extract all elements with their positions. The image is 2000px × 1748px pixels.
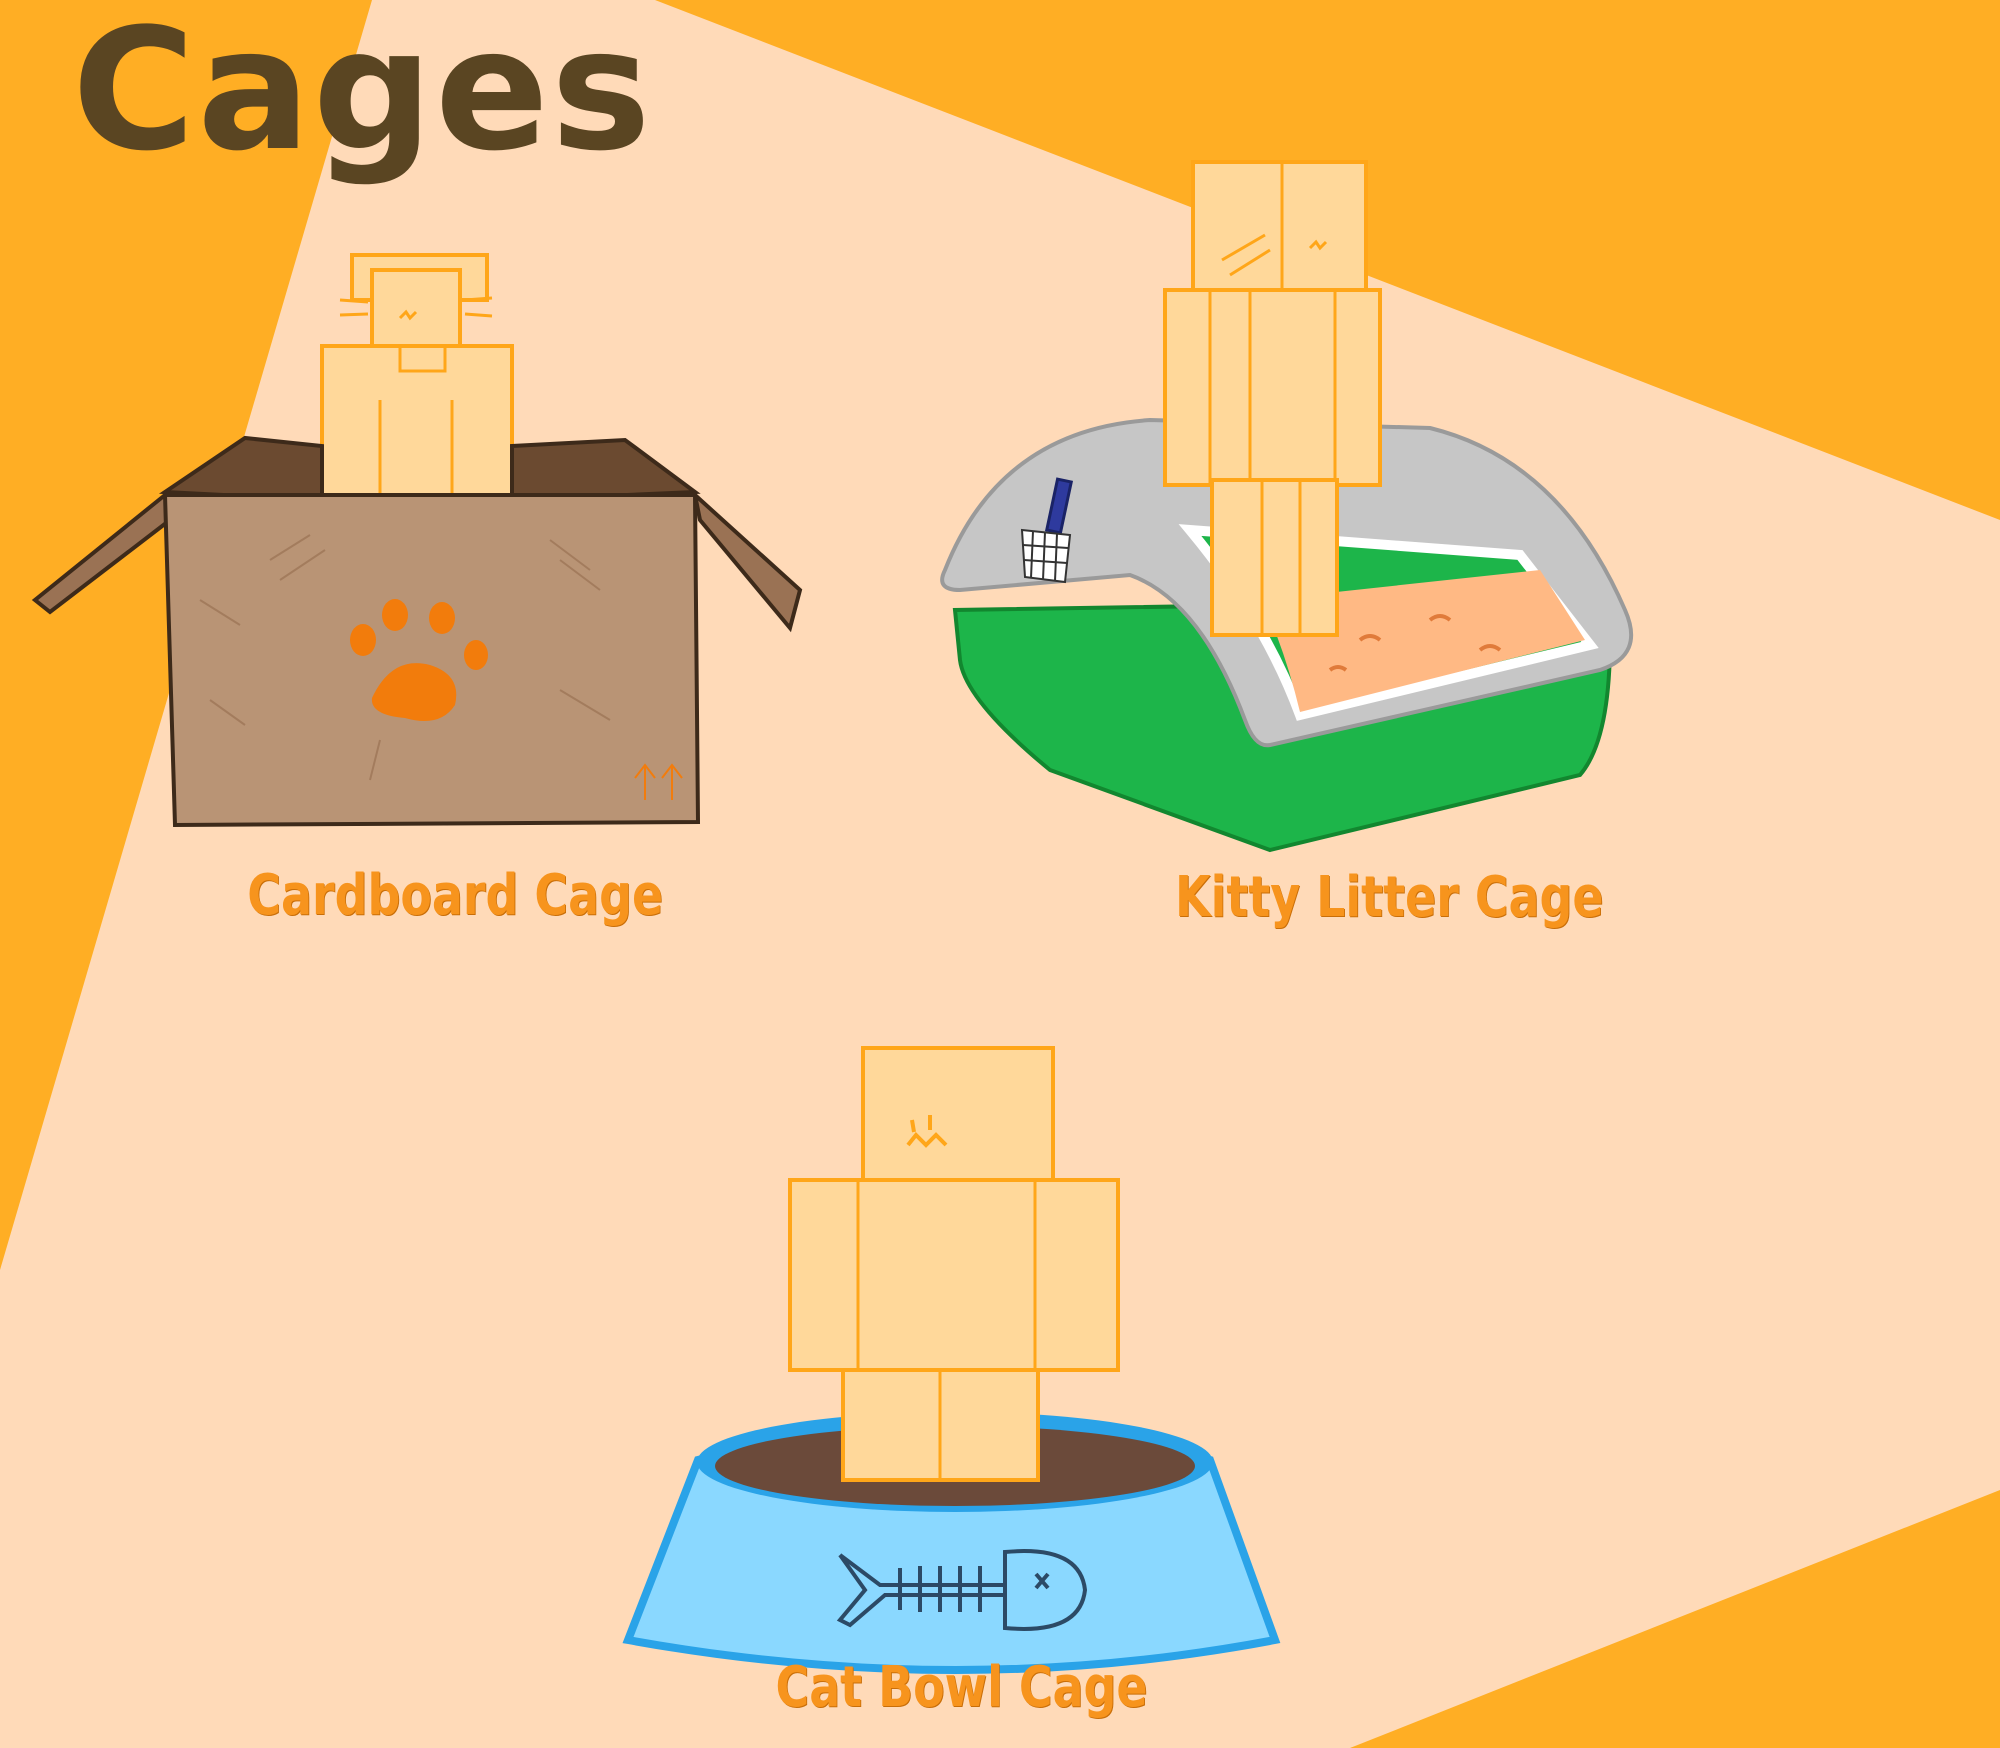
fish-bone-icon [836, 1549, 1088, 1631]
scoop-icon [1020, 528, 1072, 584]
kitty-litter-cage-label: Kitty Litter Cage [1175, 865, 1604, 930]
cardboard-cage-label: Cardboard Cage [247, 863, 664, 928]
page-title: Cages [72, 0, 653, 188]
paw-print-icon [350, 599, 488, 722]
cat-bowl-cage-label: Cat Bowl Cage [775, 1655, 1148, 1720]
